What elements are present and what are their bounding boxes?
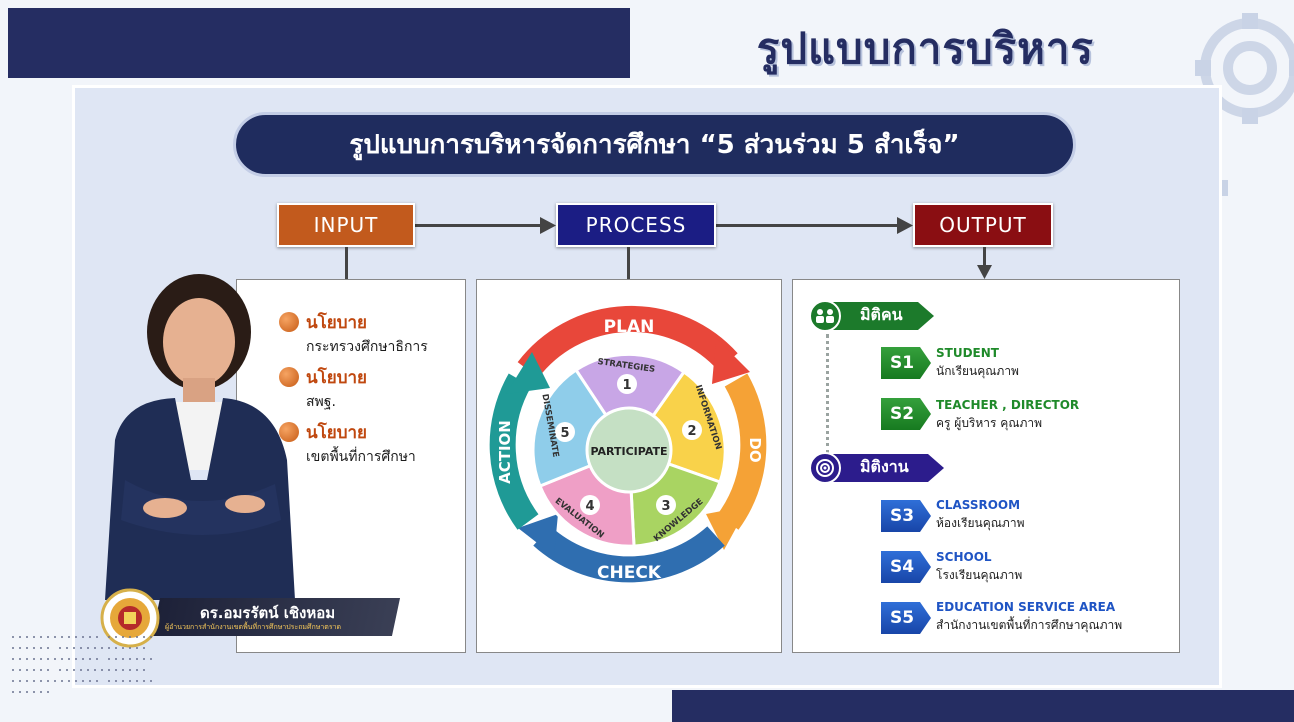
person-name: ดร.อมรรัตน์ เชิงหอม (200, 604, 336, 622)
ring-check-arrowhead (518, 514, 558, 556)
s5-badge: S5 (881, 602, 931, 634)
input-item-title: นโยบาย (306, 368, 368, 388)
dimension-work-label: มิติงาน (860, 457, 909, 476)
segment-number: 4 (585, 499, 594, 514)
ring-plan-arrowhead (712, 338, 750, 384)
s1-th-label: นักเรียนคุณภาพ (936, 364, 1019, 378)
segment-number: 1 (622, 378, 631, 393)
ring-action-arrowhead (506, 352, 550, 394)
s1-badge: S1 (881, 347, 931, 379)
number-badge (682, 420, 702, 440)
input-item: นโยบาย สพฐ. (306, 364, 367, 413)
connector-line (983, 247, 986, 267)
input-item: นโยบาย เขตพื้นที่การศึกษา (306, 419, 416, 468)
number-badge (656, 495, 676, 515)
segment-strategies (573, 352, 687, 453)
segment-number: 3 (661, 499, 670, 514)
arrow-down-icon (977, 265, 992, 279)
output-header: OUTPUT (913, 203, 1053, 247)
ring-plan (517, 305, 738, 379)
people-icon (816, 309, 834, 323)
s3-th-label: ห้องเรียนคุณภาพ (936, 516, 1025, 530)
ring-action (489, 373, 539, 530)
ring-do-arrowhead (706, 506, 748, 550)
person-photo (105, 274, 295, 600)
s1-en-label: STUDENT (936, 346, 999, 360)
bullet-dot (279, 422, 299, 442)
number-badge (580, 495, 600, 515)
input-item-title: นโยบาย (306, 423, 368, 443)
connector-line (627, 247, 630, 279)
s3-badge: S3 (881, 500, 931, 532)
s2-en-label: TEACHER , DIRECTOR (936, 398, 1080, 412)
output-panel (792, 279, 1180, 653)
center-circle (585, 406, 673, 494)
process-header: PROCESS (556, 203, 716, 247)
dimension-people-label: มิติคน (860, 305, 903, 324)
ring-check (533, 526, 725, 583)
s3-en-label: CLASSROOM (936, 498, 1021, 512)
banner: รูปแบบการบริหารจัดการศึกษา “5 ส่วนร่วม 5… (233, 112, 1076, 177)
s4-th-label: โรงเรียนคุณภาพ (936, 568, 1023, 582)
person-position: ผู้อำนวยการสำนักงานเขตพื้นที่การศึกษาประ… (165, 623, 342, 631)
s2-th-label: ครู ผู้บริหาร คุณภาพ (936, 416, 1043, 430)
s5-en-label: EDUCATION SERVICE AREA (936, 600, 1116, 614)
dotted-connector (826, 334, 829, 454)
footer-band (672, 690, 1294, 722)
label-action: ACTION (496, 420, 514, 484)
input-item: นโยบาย กระทรวงศึกษาธิการ (306, 309, 428, 358)
input-item-sub: เขตพื้นที่การศึกษา (306, 449, 416, 465)
input-item-title: นโยบาย (306, 313, 368, 333)
label-plan: PLAN (604, 317, 655, 337)
bullet-dot (279, 312, 299, 332)
s2-badge: S2 (881, 398, 931, 430)
banner-title: รูปแบบการบริหารจัดการศึกษา “5 ส่วนร่วม 5… (349, 130, 960, 160)
connector-line (415, 224, 545, 227)
number-badge (555, 422, 575, 442)
connector-line (716, 224, 902, 227)
header-band (8, 8, 630, 78)
office-emblem-icon (100, 588, 160, 648)
pdca-cycle-diagram: PLAN DO CHECK ACTION PARTICIPATE 1 2 3 4… (489, 305, 767, 583)
page-title: รูปแบบการบริหาร (756, 24, 1094, 73)
s5-th-label: สำนักงานเขตพื้นที่การศึกษาคุณภาพ (936, 618, 1123, 632)
arrow-right-icon (897, 217, 913, 234)
input-item-sub: กระทรวงศึกษาธิการ (306, 339, 428, 355)
arrow-right-icon (540, 217, 556, 234)
number-badge (617, 374, 637, 394)
center-label: PARTICIPATE (590, 445, 667, 458)
segment-number: 5 (560, 426, 569, 441)
input-header: INPUT (277, 203, 415, 247)
input-item-sub: สพฐ. (306, 394, 336, 410)
connector-line (345, 247, 348, 279)
segment-number: 2 (687, 424, 696, 439)
s4-badge: S4 (881, 551, 931, 583)
dot-pattern (12, 636, 162, 702)
label-check: CHECK (597, 563, 662, 583)
s4-en-label: SCHOOL (936, 550, 992, 564)
bullet-dot (279, 367, 299, 387)
ring-do (717, 373, 767, 530)
target-icon (816, 459, 834, 477)
dimension-people-tag-bg (809, 300, 934, 332)
label-do: DO (746, 437, 764, 462)
